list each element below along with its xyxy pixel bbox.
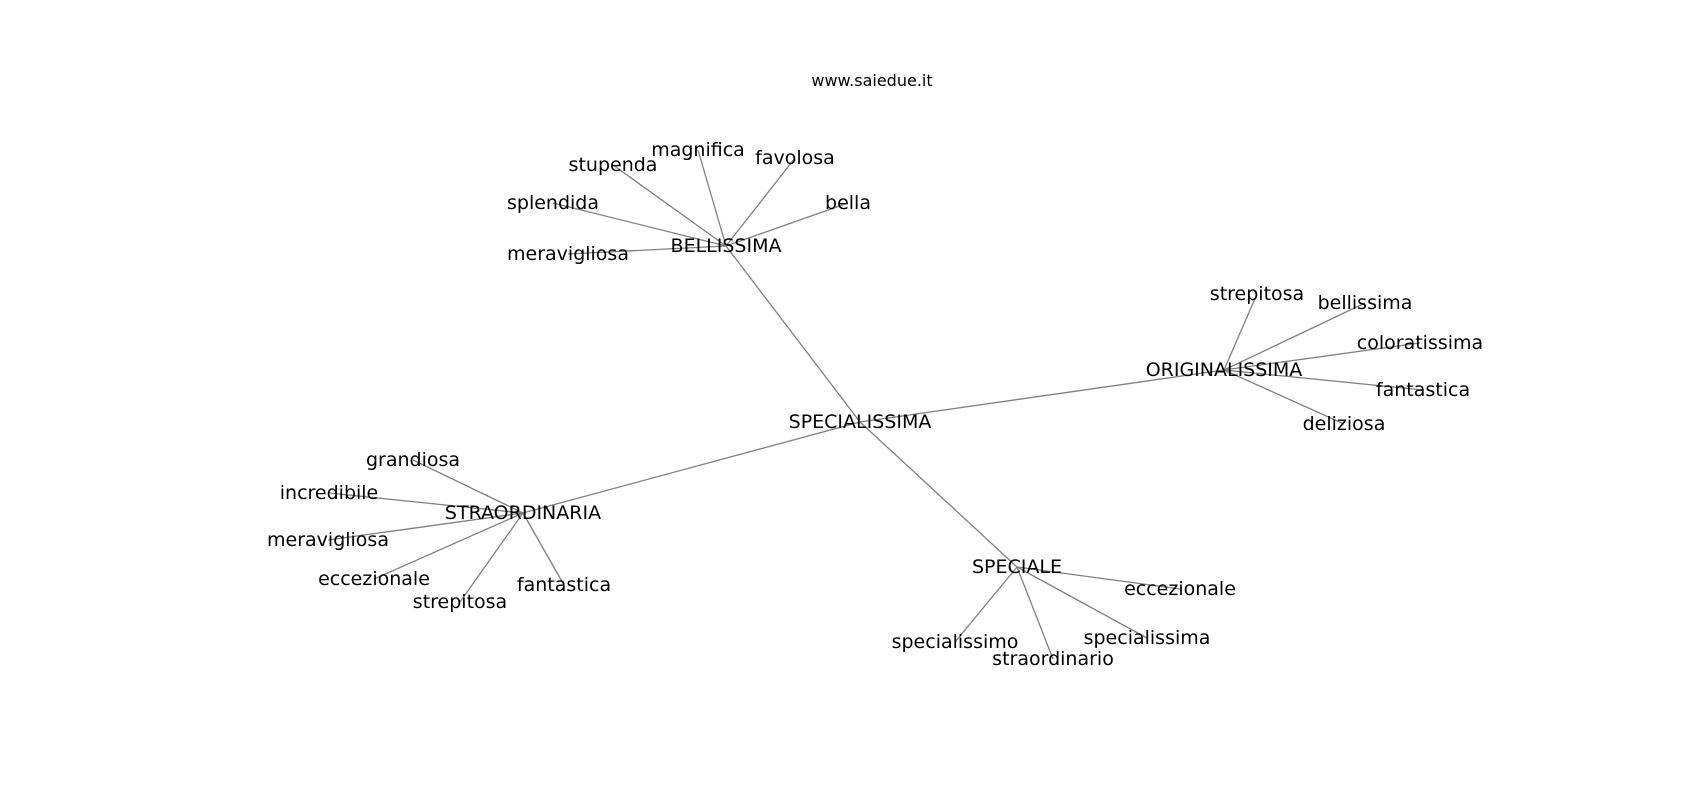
leaf-node-label: incredibile [280, 482, 379, 504]
edge-speciale-hub-leaf [1016, 566, 1148, 639]
edge-straordinaria-hub-leaf [522, 512, 565, 586]
hub-node-label: ORIGINALISSIMA [1146, 359, 1303, 381]
edge-bellissima-hub-leaf [697, 149, 727, 247]
edge-bellissima-hub-leaf [552, 202, 727, 247]
hub-node-label: BELLISSIMA [671, 235, 782, 257]
leaf-node-label: coloratissima [1357, 332, 1483, 354]
edge-straordinaria-hub-leaf [412, 459, 524, 514]
edge-bellissima-hub-leaf [567, 245, 727, 255]
edge-originalissima-hub-leaf [1223, 369, 1424, 391]
edge-speciale-hub-leaf [1016, 566, 1181, 590]
leaf-node-label: bella [825, 192, 871, 214]
edge-straordinaria-hub-leaf [327, 512, 524, 541]
leaf-node-label: strepitosa [413, 591, 507, 613]
edge-originalissima-hub-leaf [1223, 342, 1421, 371]
site-url-label: www.saiedue.it [811, 71, 933, 90]
edge-straordinaria-hub-leaf [459, 512, 524, 603]
edge-straordinaria-hub-leaf [373, 512, 524, 580]
edge-bellissima-hub-leaf [612, 164, 727, 247]
edge-speciale-hub-leaf [954, 566, 1018, 643]
edge-root-bellissima-hub [725, 245, 861, 423]
leaf-node-label: stupenda [569, 154, 658, 176]
graph-edges [327, 149, 1424, 660]
leaf-node-label: specialissimo [892, 631, 1019, 653]
leaf-node-label: deliziosa [1303, 413, 1386, 435]
leaf-node-label: fantastica [517, 574, 611, 596]
edge-root-straordinaria-hub [522, 421, 861, 514]
edge-originalissima-hub-leaf [1223, 369, 1345, 425]
leaf-node-label: bellissima [1318, 292, 1413, 314]
edge-bellissima-hub-leaf [725, 157, 796, 247]
leaf-node-label: eccezionale [318, 568, 430, 590]
leaf-node-label: meravigliosa [267, 529, 389, 551]
leaf-node-label: splendida [507, 192, 599, 214]
leaf-node-label: strepitosa [1210, 283, 1304, 305]
edge-straordinaria-hub-leaf [328, 492, 524, 514]
leaf-node-label: specialissima [1084, 627, 1211, 649]
graph-labels: SPECIALISSIMA BELLISSIMA stupendamagnifica… [267, 139, 1483, 670]
leaf-node-label: fantastica [1376, 379, 1470, 401]
leaf-node-label: eccezionale [1124, 578, 1236, 600]
edge-speciale-hub-leaf [1016, 566, 1054, 660]
leaf-node-label: magnifica [651, 139, 745, 161]
leaf-node-label: favolosa [755, 147, 835, 169]
root-node-label: SPECIALISSIMA [789, 411, 932, 433]
edge-originalissima-hub-leaf [1223, 293, 1258, 371]
edge-root-speciale-hub [859, 421, 1018, 568]
leaf-node-label: meravigliosa [507, 243, 629, 265]
leaf-node-label: grandiosa [366, 449, 460, 471]
hub-node-label: SPECIALE [972, 556, 1062, 578]
edge-originalissima-hub-leaf [1223, 302, 1366, 371]
edge-bellissima-hub-leaf [725, 202, 849, 247]
hub-node-label: STRAORDINARIA [445, 502, 601, 524]
leaf-node-label: straordinario [992, 648, 1114, 670]
edge-root-originalissima-hub [859, 369, 1225, 423]
